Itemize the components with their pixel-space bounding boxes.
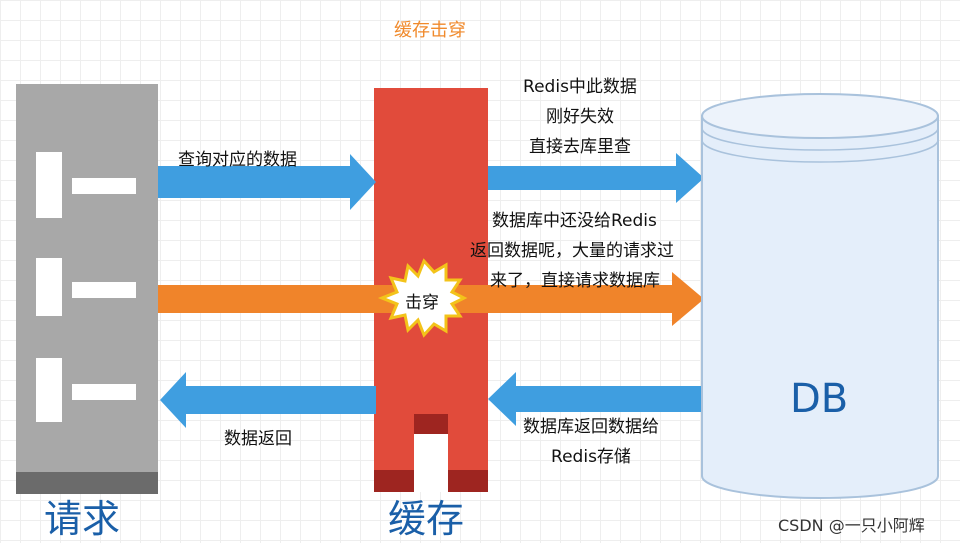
db-cylinder — [701, 93, 939, 499]
data-return-label: 数据返回 — [224, 429, 292, 449]
db-return-line-1: 数据库返回数据给 — [523, 417, 659, 437]
no-data-line-3: 来了，直接请求数据库 — [490, 271, 660, 291]
cache-notch-top — [414, 414, 448, 434]
data-return-arrow — [160, 372, 376, 428]
cache-notch — [414, 434, 448, 492]
watermark: CSDN @一只小阿辉 — [778, 516, 925, 535]
query-arrow — [158, 154, 376, 210]
redis-miss-label: Redis中此数据 刚好失效 直接去库里查 — [500, 72, 660, 162]
redis-miss-line-1: Redis中此数据 — [523, 77, 637, 97]
request-server-base — [16, 472, 158, 494]
server-slot-2-vertical — [36, 258, 62, 316]
burst-label: 击穿 — [405, 293, 439, 313]
diagram-title: 缓存击穿 — [394, 20, 466, 41]
db-return-arrow — [488, 372, 704, 426]
server-slot-1-vertical — [36, 152, 62, 218]
server-slot-3-horizontal — [72, 384, 136, 400]
no-data-line-2: 返回数据呢，大量的请求过 — [470, 241, 674, 261]
redis-miss-line-3: 直接去库里查 — [529, 137, 631, 157]
miss-arrow — [488, 153, 704, 203]
no-data-line-1: 数据库中还没给Redis — [492, 211, 657, 231]
server-slot-2-horizontal — [72, 282, 136, 298]
db-return-label: 数据库返回数据给 Redis存储 — [508, 412, 674, 472]
burst-star — [377, 258, 468, 338]
query-label: 查询对应的数据 — [178, 150, 297, 170]
cache-label: 缓存 — [388, 497, 465, 541]
server-slot-1-horizontal — [72, 178, 136, 194]
cache-foot-right — [448, 470, 488, 492]
request-label: 请求 — [44, 497, 121, 541]
redis-miss-line-2: 刚好失效 — [546, 107, 614, 127]
cache-foot-left — [374, 470, 414, 492]
server-slot-3-vertical — [36, 358, 62, 422]
no-data-label: 数据库中还没给Redis 返回数据呢，大量的请求过 来了，直接请求数据库 — [470, 206, 730, 296]
db-return-line-2: Redis存储 — [551, 447, 631, 467]
db-label: DB — [790, 376, 849, 422]
